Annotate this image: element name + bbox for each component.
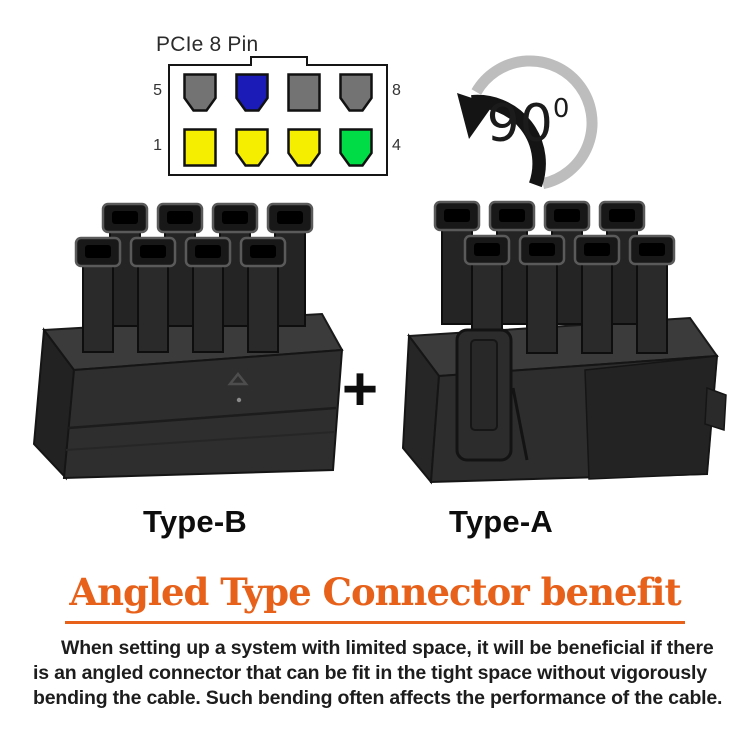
- pinout-key-tab: [250, 56, 308, 66]
- rotation-arc-gray: [471, 55, 598, 189]
- rotation-arrow-arc: [471, 94, 546, 188]
- type-a-connector-photo: [401, 200, 727, 485]
- pinout-pin-chamfer: [339, 128, 373, 167]
- pinout-pin-chamfer: [287, 128, 321, 167]
- rotate-90-icon: 900: [452, 45, 608, 201]
- pinout-pin-square: [287, 73, 321, 112]
- plus-separator: +: [341, 355, 379, 424]
- orientation-dot-mark: [236, 397, 242, 403]
- pinout-pin-chamfer: [183, 73, 217, 112]
- paragraph-line: bending the cable. Such bending often af…: [33, 687, 723, 709]
- pinout-pin-square: [183, 128, 217, 167]
- rotation-arrowhead: [457, 93, 493, 139]
- pinout-row-bottom: [170, 128, 386, 167]
- pcie-pinout-diagram: PCIe 8 Pin 5 8 1 4: [140, 30, 415, 185]
- pinout-title: PCIe 8 Pin: [156, 33, 259, 56]
- rotate-90-icon-svg: 900: [457, 55, 598, 189]
- pin-number-1: 1: [153, 137, 162, 154]
- type-a-label: Type-A: [449, 504, 553, 539]
- pinout-pin-chamfer: [339, 73, 373, 112]
- pin-tubes-front-row: [74, 236, 287, 353]
- type-b-connector-photo: [32, 202, 344, 481]
- orientation-triangle-mark: [227, 371, 249, 386]
- pinout-connector-outline: [168, 56, 388, 176]
- type-b-label: Type-B: [143, 504, 247, 539]
- paragraph-line: is an angled connector that can be fit i…: [33, 662, 707, 684]
- pin-number-4: 4: [392, 137, 401, 154]
- rotation-angle-label: 900: [487, 94, 570, 154]
- pin-number-5: 5: [153, 82, 162, 99]
- paragraph-line: When setting up a system with limited sp…: [61, 637, 714, 659]
- benefit-heading: Angled Type Connector benefit: [65, 570, 685, 624]
- latch-clip: [455, 328, 529, 462]
- benefit-heading-wrap: Angled Type Connector benefit: [0, 570, 750, 624]
- pin-number-8: 8: [392, 82, 401, 99]
- pinout-row-top: [170, 73, 386, 112]
- pinout-pin-chamfer: [235, 128, 269, 167]
- pinout-pin-chamfer: [235, 73, 269, 112]
- benefit-paragraph: When setting up a system with limited sp…: [33, 636, 723, 711]
